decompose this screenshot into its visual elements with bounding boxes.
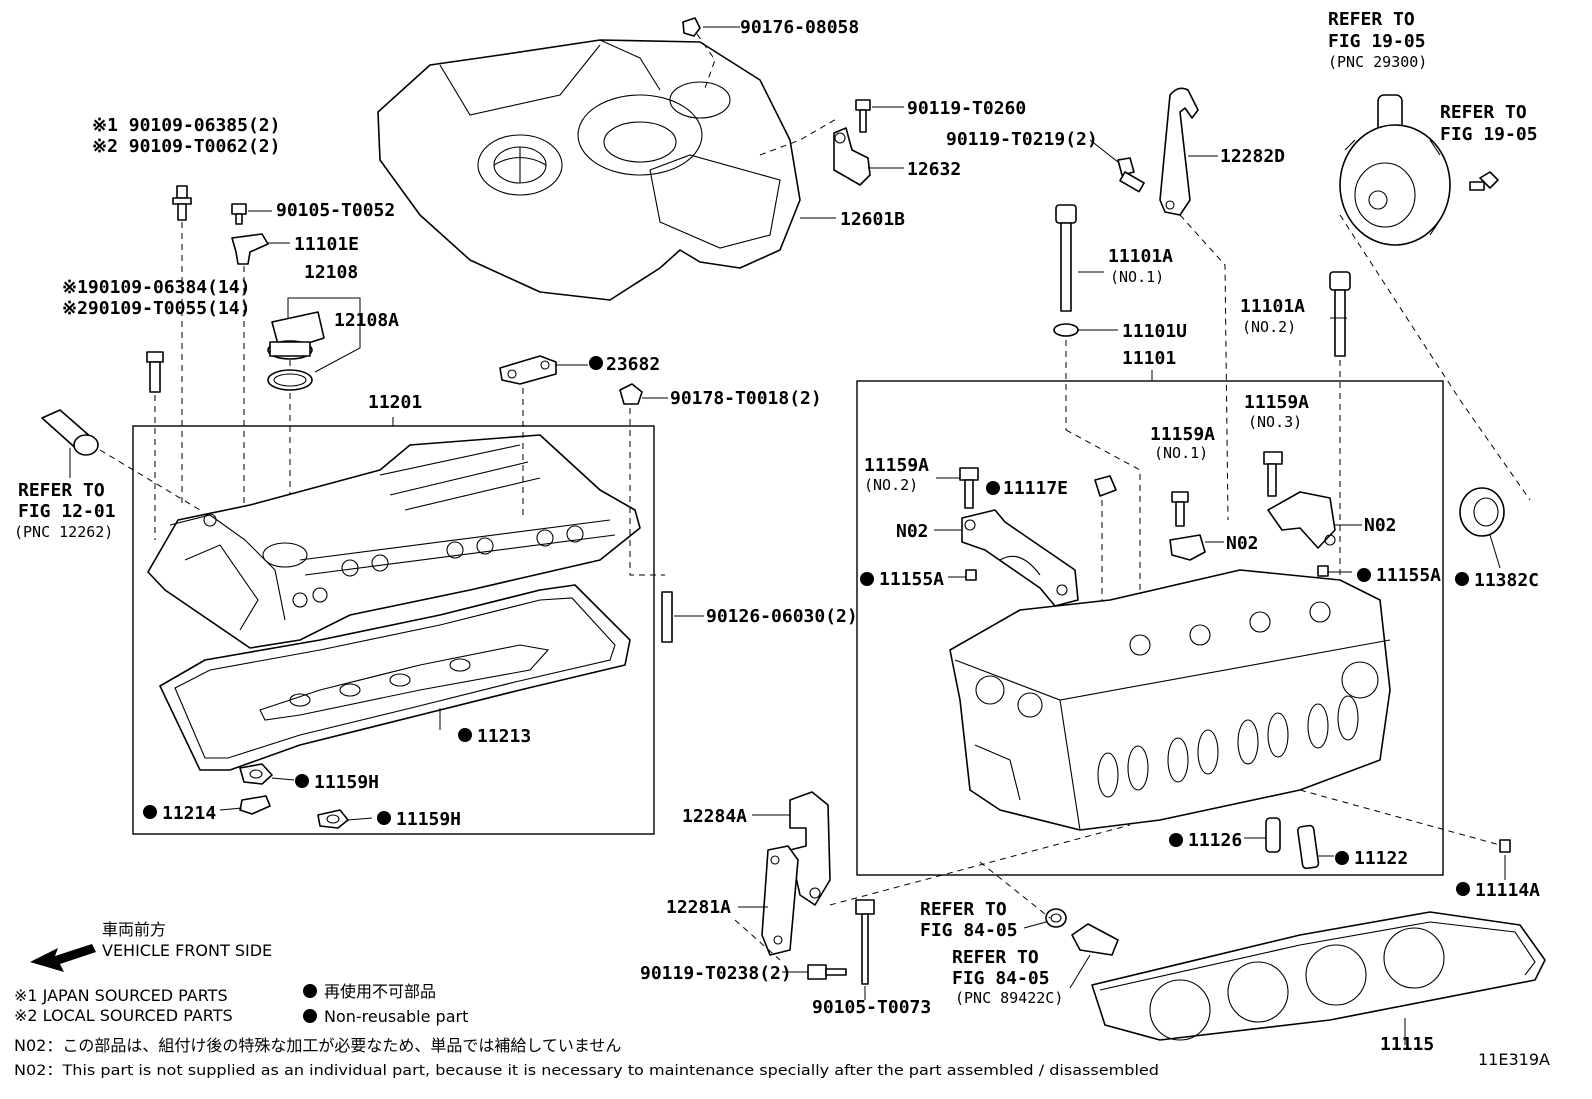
- label-refer-left-1: REFER TO: [18, 480, 105, 501]
- temp-sensor-illustration: [979, 861, 1119, 989]
- legend-nonreusable-dot-1: [303, 984, 317, 998]
- pin-11114a-illustration: [1299, 789, 1511, 880]
- left-bolts-illustration: [146, 185, 361, 548]
- label-90119-t0219: 90119-T0219(2): [946, 129, 1098, 150]
- label-11159a-3: 11159A: [1244, 392, 1309, 413]
- label-refer-8405-1a: REFER TO: [920, 899, 1007, 920]
- pipe-refer-12-01-illustration: [41, 409, 201, 511]
- label-11115: 11115: [1380, 1034, 1434, 1055]
- oil-seal-illustration: [1459, 487, 1505, 569]
- label-refer-right-2: FIG 19-05: [1440, 124, 1538, 145]
- label-11159a-2: 11159A: [864, 455, 929, 476]
- label-12108: 12108: [304, 262, 358, 283]
- cylinder-head-group-box: [856, 370, 1444, 876]
- label-11117e: 11117E: [1003, 478, 1068, 499]
- label-refer-top-1: REFER TO: [1328, 9, 1415, 30]
- nonreusable-markers: [143, 356, 1470, 896]
- footnote-n02-en: N02：This part is not supplied as an indi…: [14, 1063, 1159, 1079]
- label-11159a-1: 11159A: [1150, 424, 1215, 445]
- label-refer-left-2: FIG 12-01: [18, 501, 116, 522]
- legend-nonreusable-dot-2: [303, 1009, 317, 1023]
- label-11214: 11214: [162, 803, 216, 824]
- label-23682: 23682: [606, 354, 660, 375]
- label-11155a-right: 11155A: [1376, 565, 1441, 586]
- label-11382c: 11382C: [1474, 570, 1539, 591]
- label-12284a: 12284A: [682, 806, 747, 827]
- bearing-caps-illustration: [934, 451, 1362, 650]
- label-11101a-2: 11101A: [1240, 296, 1305, 317]
- engine-hangers-illustration: [734, 791, 1131, 1000]
- label-90178-t0018: 90178-T0018(2): [670, 388, 822, 409]
- label-11101: 11101: [1122, 348, 1176, 369]
- label-12632: 12632: [907, 159, 961, 180]
- gasket-small-parts-illustration: [219, 763, 373, 829]
- label-refer-left-3: (PNC 12262): [14, 523, 113, 541]
- label-n02-middle: N02: [1226, 533, 1259, 554]
- label-90105-t0073: 90105-T0073: [812, 997, 931, 1018]
- cylinder-head-illustration: [949, 569, 1391, 831]
- vehicle-front-arrow-icon: [30, 944, 96, 972]
- label-refer-8405-1b: FIG 84-05: [920, 920, 1018, 941]
- cylinder-head-cover-illustration: [147, 434, 641, 649]
- label-12282d: 12282D: [1220, 146, 1285, 167]
- label-refer-right-1: REFER TO: [1440, 102, 1527, 123]
- label-90176-08058: 90176-08058: [740, 17, 859, 38]
- legend-front-en: VEHICLE FRONT SIDE: [102, 941, 272, 960]
- nut-stud-illustration: [619, 383, 704, 643]
- label-11101u: 11101U: [1122, 321, 1187, 342]
- head-cover-group-box: [132, 417, 655, 835]
- label-11126: 11126: [1188, 830, 1242, 851]
- head-cover-gasket-illustration: [159, 584, 631, 771]
- label-11159a-1-no: (NO.1): [1154, 444, 1208, 462]
- legend-japan-sourced: ※1 JAPAN SOURCED PARTS: [14, 986, 228, 1005]
- label-90119-t0260: 90119-T0260: [907, 98, 1026, 119]
- label-refer-8405-2b: FIG 84-05: [952, 968, 1050, 989]
- label-11114a: 11114A: [1475, 880, 1540, 901]
- label-90105-t0052: 90105-T0052: [276, 200, 395, 221]
- label-90126-06030: 90126-06030(2): [706, 606, 858, 627]
- engine-cover-illustration: [377, 39, 801, 301]
- label-90109-06384: ※190109-06384(14): [62, 277, 250, 298]
- label-90109-t0055: ※290109-T0055(14): [62, 298, 250, 319]
- clip-90176-illustration: [682, 17, 740, 89]
- label-12281a: 12281A: [666, 897, 731, 918]
- label-11201: 11201: [368, 392, 422, 413]
- label-refer-8405-2a: REFER TO: [952, 947, 1039, 968]
- head-bolts-illustration: [1053, 204, 1351, 620]
- label-11122: 11122: [1354, 848, 1408, 869]
- legend-local-sourced: ※2 LOCAL SOURCED PARTS: [14, 1006, 233, 1025]
- head-gasket-illustration: [1091, 911, 1546, 1045]
- label-n02-right: N02: [1364, 515, 1397, 536]
- label-11155a-left: 11155A: [879, 569, 944, 590]
- label-11159a-3-no: (NO.3): [1248, 413, 1302, 431]
- label-refer-8405-2c: (PNC 89422C): [955, 989, 1063, 1007]
- plate-23682-illustration: [499, 355, 588, 520]
- figure-code: 11E319A: [1478, 1050, 1550, 1069]
- legend-nonreusable-en: Non-reusable part: [324, 1007, 468, 1026]
- label-12108a: 12108A: [334, 310, 399, 331]
- bracket-12632-illustration: [759, 99, 904, 219]
- label-11101e: 11101E: [294, 234, 359, 255]
- legend-front-jp: 車両前方: [102, 920, 166, 939]
- label-11159a-2-no: (NO.2): [864, 476, 918, 494]
- label-11101a-1: 11101A: [1108, 246, 1173, 267]
- label-12601b: 12601B: [840, 209, 905, 230]
- vacuum-pump-illustration: [1339, 94, 1531, 501]
- label-11159h-2: 11159H: [396, 809, 461, 830]
- label-90109-t0062: ※2 90109-T0062(2): [92, 136, 280, 157]
- label-11213: 11213: [477, 726, 531, 747]
- valve-guides-illustration: [1244, 817, 1334, 870]
- label-refer-top-3: (PNC 29300): [1328, 53, 1427, 71]
- legend-nonreusable-jp: 再使用不可部品: [324, 982, 436, 1001]
- label-n02-left: N02: [896, 521, 929, 542]
- label-11101a-2-no: (NO.2): [1242, 318, 1296, 336]
- label-90119-t0238: 90119-T0238(2): [640, 963, 792, 984]
- label-90109-06385: ※1 90109-06385(2): [92, 115, 280, 136]
- label-refer-top-2: FIG 19-05: [1328, 31, 1426, 52]
- label-11101a-1-no: (NO.1): [1110, 268, 1164, 286]
- label-11159h-1: 11159H: [314, 772, 379, 793]
- hook-12282d-illustration: [1089, 87, 1229, 521]
- footnote-n02-jp: N02：この部品は、組付け後の特殊な加工が必要なため、単品では補給していません: [14, 1036, 621, 1055]
